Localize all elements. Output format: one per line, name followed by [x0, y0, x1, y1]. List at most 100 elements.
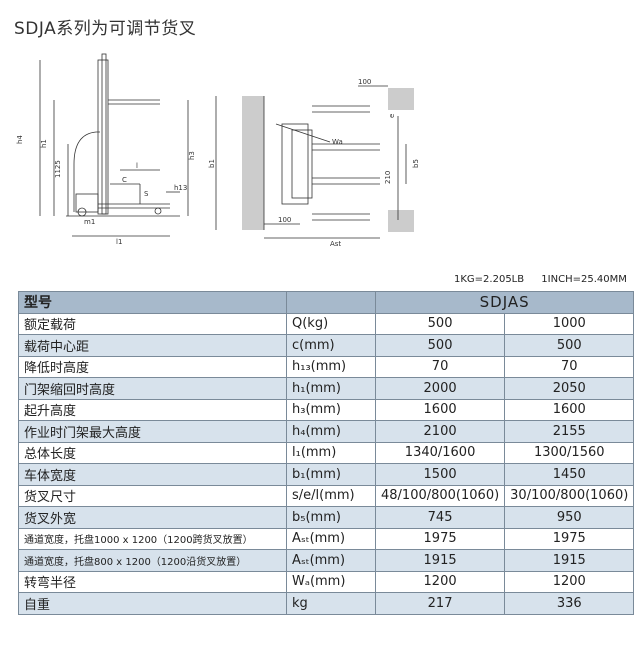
- row-value-2: 30/100/800(1060): [504, 484, 635, 507]
- row-value-2: 336: [504, 592, 635, 615]
- inch-mm-conversion: 1INCH=25.40MM: [541, 274, 627, 285]
- top-view-labels: 100 e Wa b1 b5 210 100 Ast: [208, 78, 420, 248]
- row-value-1: 1975: [374, 527, 506, 550]
- row-label: 转弯半径: [18, 570, 287, 593]
- row-unit: l₁(mm): [286, 441, 376, 464]
- row-unit: h₁₃(mm): [286, 355, 376, 378]
- row-unit: Q(kg): [286, 312, 376, 335]
- row-value-2: 1200: [504, 570, 635, 593]
- row-value-2: 1915: [504, 549, 635, 572]
- row-value-1: 1200: [374, 570, 506, 593]
- dim-label: h1: [40, 139, 48, 148]
- model-name: SDJAS: [374, 291, 635, 314]
- dim-label: l: [136, 162, 138, 170]
- side-view-drawing: [39, 53, 189, 237]
- row-value-2: 2155: [504, 420, 635, 443]
- row-label: 货叉尺寸: [18, 484, 287, 507]
- row-label: 总体长度: [18, 441, 287, 464]
- row-value-2: 1450: [504, 463, 635, 486]
- dim-label: e: [388, 114, 396, 118]
- row-value-2: 950: [504, 506, 635, 529]
- row-unit: kg: [286, 592, 376, 615]
- row-unit: Aₛₜ(mm): [286, 549, 376, 572]
- row-value-2: 1300/1560: [504, 441, 635, 464]
- row-unit: b₅(mm): [286, 506, 376, 529]
- row-value-1: 1500: [374, 463, 506, 486]
- row-label: 自重: [18, 592, 287, 615]
- dim-label: 100: [278, 216, 291, 224]
- kg-lb-conversion: 1KG=2.205LB: [454, 274, 525, 285]
- row-value-2: 1000: [504, 312, 635, 335]
- row-unit: b₁(mm): [286, 463, 376, 486]
- row-label: 车体宽度: [18, 463, 287, 486]
- row-label: 额定载荷: [18, 312, 287, 335]
- unit-conversion-note: 1KG=2.205LB 1INCH=25.40MM: [440, 274, 627, 285]
- table-row: 通道宽度，托盘1000 x 1200（1200跨货叉放置）Aₛₜ(mm)1975…: [18, 527, 635, 550]
- dim-label: h13: [174, 184, 187, 192]
- row-unit: Wₐ(mm): [286, 570, 376, 593]
- dim-label: b1: [208, 159, 216, 168]
- dim-label: m1: [84, 218, 95, 226]
- row-unit: h₁(mm): [286, 377, 376, 400]
- table-header-row: 型号 SDJAS: [18, 291, 635, 314]
- row-label: 载荷中心距: [18, 334, 287, 357]
- row-label: 通道宽度，托盘800 x 1200（1200沿货叉放置）: [18, 549, 287, 572]
- row-value-2: 1600: [504, 398, 635, 421]
- row-label: 货叉外宽: [18, 506, 287, 529]
- dim-label: 100: [358, 78, 371, 86]
- row-value-2: 70: [504, 355, 635, 378]
- row-label: 门架缩回时高度: [18, 377, 287, 400]
- row-value-2: 1975: [504, 527, 635, 550]
- row-value-1: 2100: [374, 420, 506, 443]
- row-value-1: 1340/1600: [374, 441, 506, 464]
- side-view-labels: h4 h1 h3 1125 l C S h13 m1 l1: [16, 135, 196, 246]
- dim-label: Wa: [332, 138, 343, 146]
- row-value-2: 2050: [504, 377, 635, 400]
- dim-label: Ast: [330, 240, 341, 248]
- row-unit: c(mm): [286, 334, 376, 357]
- row-label: 降低时高度: [18, 355, 287, 378]
- row-value-1: 745: [374, 506, 506, 529]
- row-label: 起升高度: [18, 398, 287, 421]
- row-value-1: 1600: [374, 398, 506, 421]
- row-value-1: 217: [374, 592, 506, 615]
- row-unit: s/e/l(mm): [286, 484, 376, 507]
- row-value-1: 1915: [374, 549, 506, 572]
- dim-label: h3: [188, 151, 196, 160]
- dim-label: l1: [116, 238, 122, 246]
- dim-label: S: [144, 190, 149, 198]
- row-unit: h₃(mm): [286, 398, 376, 421]
- dim-label: C: [122, 176, 127, 184]
- row-value-1: 2000: [374, 377, 506, 400]
- unit-header-cell: [286, 291, 376, 314]
- row-value-1: 500: [374, 312, 506, 335]
- row-value-2: 500: [504, 334, 635, 357]
- dim-label: h4: [16, 135, 24, 144]
- top-view-drawing: [215, 85, 414, 239]
- row-unit: h₄(mm): [286, 420, 376, 443]
- row-label: 通道宽度，托盘1000 x 1200（1200跨货叉放置）: [18, 527, 287, 550]
- row-unit: Aₛₜ(mm): [286, 527, 376, 550]
- row-value-1: 70: [374, 355, 506, 378]
- dim-label: 210: [384, 171, 392, 184]
- page-title: SDJA系列为可调节货叉: [14, 19, 197, 39]
- model-header-label: 型号: [18, 291, 287, 314]
- dim-label: b5: [412, 159, 420, 168]
- dim-label: 1125: [54, 160, 62, 178]
- row-value-1: 500: [374, 334, 506, 357]
- row-value-1: 48/100/800(1060): [374, 484, 506, 507]
